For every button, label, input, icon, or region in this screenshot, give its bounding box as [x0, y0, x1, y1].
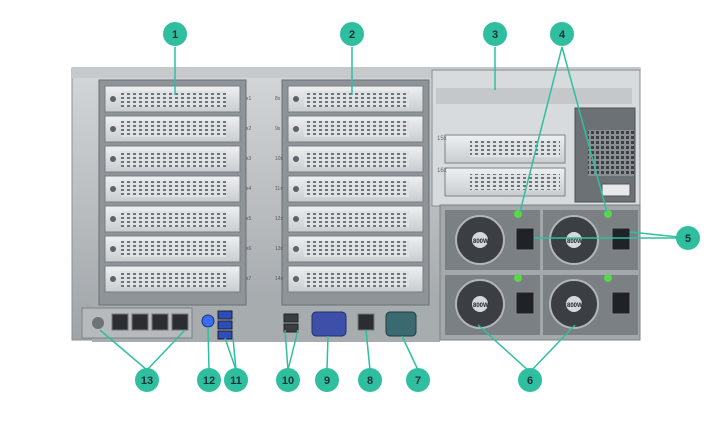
thumbscrew-icon [293, 216, 299, 222]
slot-vent-grille [304, 151, 409, 167]
callout-badges: 1 2 3 4 5 6 7 8 9 10 11 12 13 [135, 22, 700, 392]
thumbscrew-icon [293, 276, 299, 282]
callout-badge [518, 368, 542, 392]
callout-label: 1 [172, 29, 178, 41]
callout-badge [224, 368, 248, 392]
slot-vent-grille [121, 271, 226, 287]
slot-vent-grille [121, 151, 226, 167]
slot-label: x3 [246, 156, 252, 162]
slot-label: x1 [246, 96, 252, 102]
callout-label: 2 [349, 29, 355, 41]
usb-ports-mid[interactable] [283, 313, 299, 333]
callout-label: 10 [282, 375, 294, 387]
callout-badge [483, 22, 507, 46]
callout-badge [197, 368, 221, 392]
slot-label: x7 [246, 276, 252, 282]
psu-led [604, 210, 612, 218]
upper-right-module: 15x 16x [431, 69, 641, 207]
thumbscrew-icon [110, 276, 116, 282]
thumbscrew-icon [110, 216, 116, 222]
callout-label: 5 [685, 233, 691, 245]
thumbscrew-icon [110, 156, 116, 162]
thumbscrew-icon [293, 126, 299, 132]
slot-vent-grille [121, 241, 226, 257]
thumbscrew-icon [110, 96, 116, 102]
slot-label: 13x [275, 246, 284, 252]
thumbscrew-icon [293, 156, 299, 162]
callout-badge [406, 368, 430, 392]
psu-label: 800W [473, 303, 489, 309]
callout-label: 7 [415, 375, 421, 387]
uid-button-icon[interactable] [201, 314, 215, 328]
callout-badge [358, 368, 382, 392]
slot-vent-grille [304, 241, 409, 257]
slot-label: 15x [437, 136, 447, 142]
callout-label: 8 [367, 375, 373, 387]
callout-badge [315, 368, 339, 392]
slot-label: x5 [246, 216, 252, 222]
thumbscrew-icon [293, 246, 299, 252]
slot-label: 8x [275, 96, 281, 102]
slot-vent-grille [304, 91, 409, 107]
callout-badge [135, 368, 159, 392]
callout-label: 6 [527, 375, 533, 387]
slot-vent-grille [121, 181, 226, 197]
slot-vent-grille [304, 181, 409, 197]
callout-lines [99, 46, 689, 373]
power-inlet [515, 227, 631, 315]
slot-label: 16x [437, 168, 447, 174]
slot-vent-grille [121, 91, 226, 107]
thumbscrew-icon [293, 96, 299, 102]
thumbscrew-icon [110, 126, 116, 132]
callout-badge [550, 22, 574, 46]
callout-badge [340, 22, 364, 46]
thumbscrew-icon [293, 186, 299, 192]
slot-label: 14x [275, 276, 284, 282]
vga-port[interactable] [311, 311, 347, 337]
serial-port[interactable] [385, 311, 417, 337]
slot-label: 9x [275, 126, 281, 132]
slot-label: x2 [246, 126, 252, 132]
callout-label: 11 [230, 375, 242, 387]
slot-label: 10x [275, 156, 284, 162]
slot-vent-grille [304, 211, 409, 227]
slot-label: x4 [246, 186, 252, 192]
thumbscrew-icon [110, 246, 116, 252]
rear-io-panel [81, 307, 417, 340]
thumbscrew-icon [110, 186, 116, 192]
nic-ports[interactable] [111, 313, 189, 331]
slot-vent-grille [121, 211, 226, 227]
slot-label: x6 [246, 246, 252, 252]
psu-led [514, 274, 522, 282]
slot-vent-grille [121, 121, 226, 137]
pcie-cage-middle [281, 79, 430, 306]
serial-tag-screw [92, 317, 104, 329]
slot-vent-grille [304, 271, 409, 287]
psu-label: 800W [473, 239, 489, 245]
callout-badge [163, 22, 187, 46]
callout-label: 12 [203, 375, 215, 387]
psu-label: 800W [567, 239, 583, 245]
psu-bay: 800W 800W 800W 800W [439, 204, 641, 341]
callout-badge [276, 368, 300, 392]
usb-ports-left[interactable] [217, 310, 233, 340]
callout-label: 3 [492, 29, 498, 41]
pcie-cage-left [98, 79, 247, 306]
slot-label: 12x [275, 216, 284, 222]
slot-label: 11x [275, 186, 283, 192]
slot-vent-grille [304, 121, 409, 137]
psu-fan [455, 215, 599, 329]
callout-label: 13 [141, 375, 153, 387]
callout-label: 4 [559, 29, 566, 41]
callout-label: 9 [324, 375, 330, 387]
psu-led [604, 274, 612, 282]
slot-label-group: x1 x2 x3 x4 x5 x6 x7 8x 9x 10x 11x 12x 1… [246, 96, 284, 282]
psu-label: 800W [567, 303, 583, 309]
callout-badge [676, 226, 700, 250]
ilo-port[interactable] [357, 313, 375, 331]
